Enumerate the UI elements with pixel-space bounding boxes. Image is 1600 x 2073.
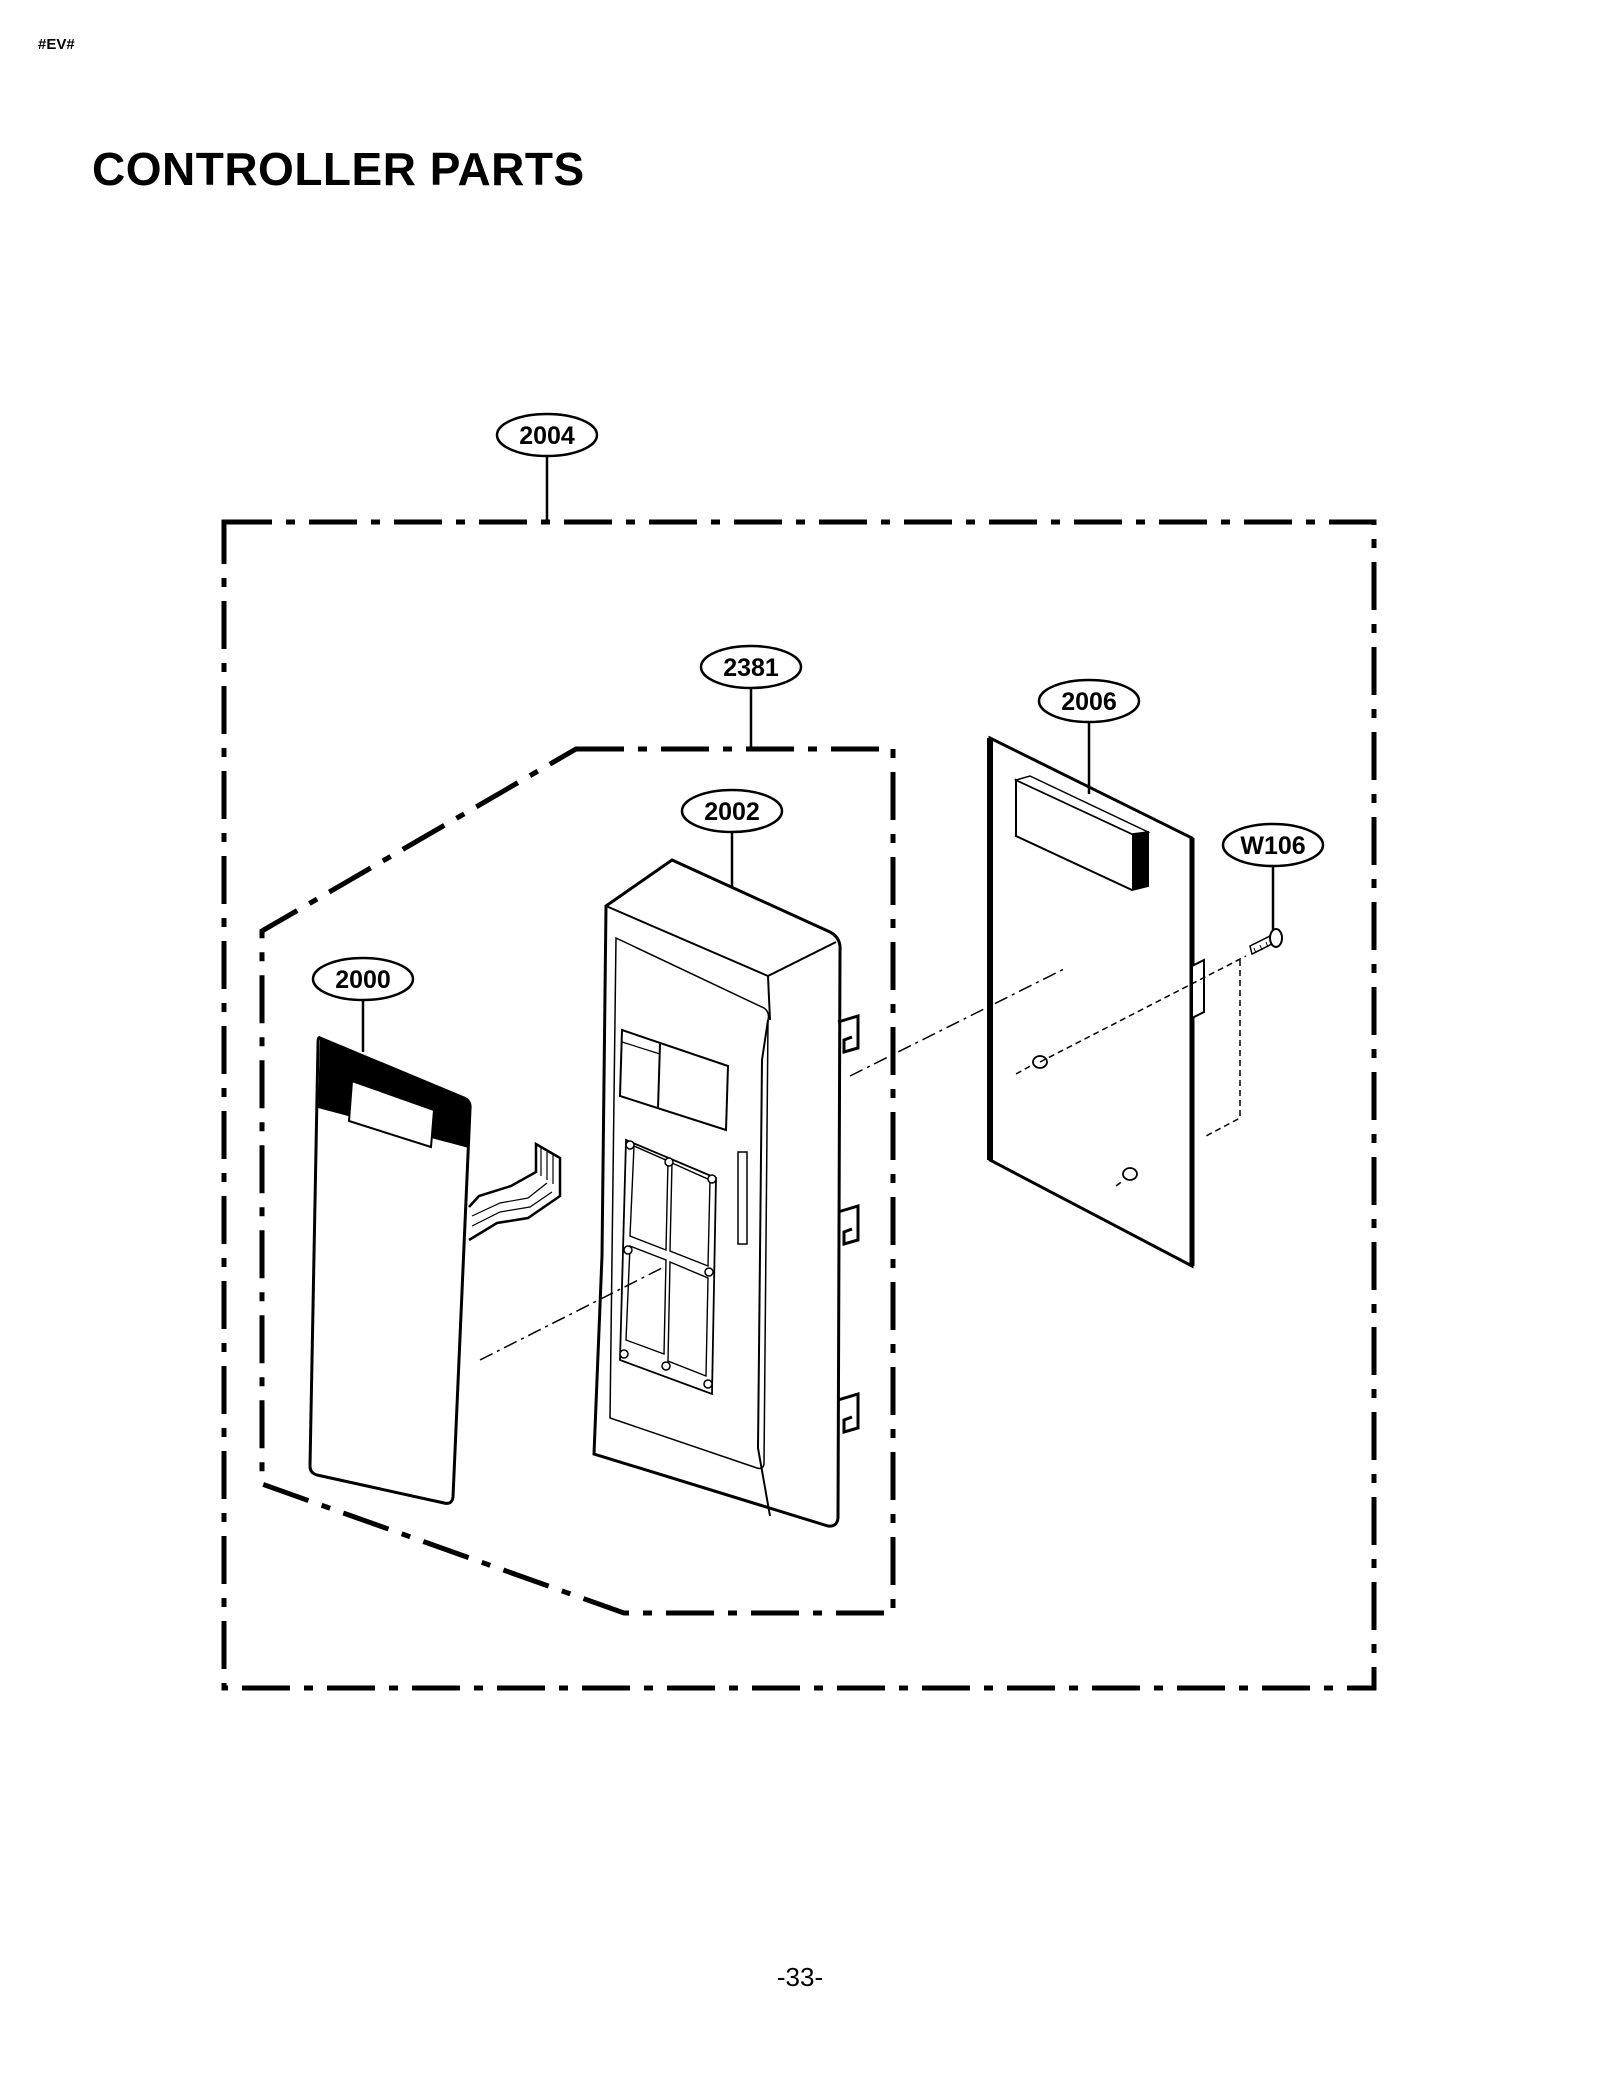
control-panel-2002: [592, 858, 860, 1528]
callout-leaders: [361, 456, 1275, 1052]
svg-text:W106: W106: [1240, 832, 1305, 860]
callout-2000: 2000: [311, 956, 415, 1002]
screw-w106: [1249, 928, 1283, 956]
page-title: CONTROLLER PARTS: [92, 143, 585, 195]
page-number: -33-: [776, 1962, 824, 1992]
callout-2002: 2002: [680, 788, 784, 834]
header-code: #EV#: [38, 36, 75, 53]
assembly-guide-lines: [479, 955, 1247, 1361]
callout-2006: 2006: [1037, 678, 1141, 724]
svg-text:2006: 2006: [1061, 688, 1117, 716]
pcb-2006: [987, 735, 1205, 1269]
svg-text:2000: 2000: [335, 966, 391, 994]
callout-2004: 2004: [495, 412, 599, 458]
svg-text:2002: 2002: [704, 798, 760, 826]
svg-text:2004: 2004: [519, 422, 575, 450]
svg-text:2381: 2381: [723, 654, 779, 682]
keypad-membrane-2000: [308, 1036, 562, 1505]
assembly-boundary-2004: [221, 519, 1377, 1691]
callout-2381: 2381: [699, 644, 803, 690]
callout-w106: W106: [1221, 822, 1325, 868]
subassembly-boundary-2381: [259, 746, 896, 1616]
